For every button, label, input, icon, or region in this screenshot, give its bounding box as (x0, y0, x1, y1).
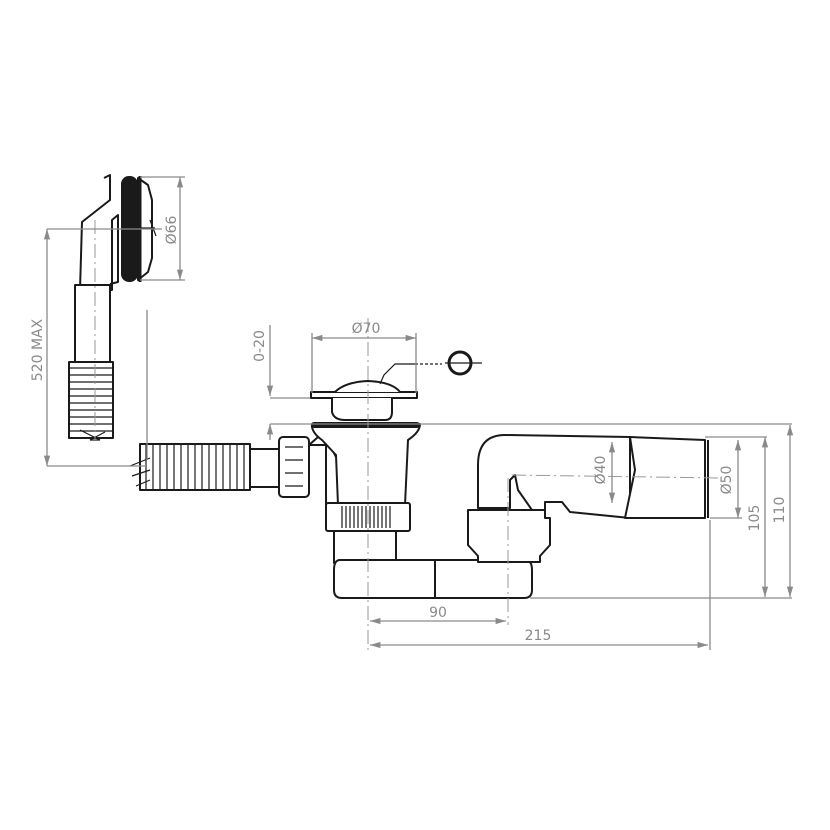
drain-plug-plate (310, 391, 418, 399)
dim-total-length: 215 (525, 628, 552, 644)
dimension-lines (43, 176, 794, 650)
connection-hose (129, 436, 310, 498)
dim-outlet-inner: Ø40 (593, 456, 609, 485)
dim-center-offset: 90 (429, 605, 447, 621)
dim-plug-diameter: Ø70 (352, 321, 381, 337)
dim-outlet-outer: Ø50 (719, 466, 735, 495)
outlet-elbow (467, 434, 709, 563)
dim-overflow-diameter: Ø66 (164, 215, 180, 244)
plug-chain (379, 363, 418, 385)
dim-height-outlet: 105 (747, 505, 763, 532)
overflow-assembly (68, 174, 157, 441)
dim-cable-length: 520 MAX (30, 318, 46, 381)
hose-nut (278, 436, 310, 498)
trap-base (333, 559, 533, 599)
center-lines (367, 318, 721, 650)
overflow-corrugated-hose (68, 361, 114, 439)
dim-height-total: 110 (772, 497, 788, 524)
dim-plug-adjust: 0-20 (252, 330, 268, 362)
